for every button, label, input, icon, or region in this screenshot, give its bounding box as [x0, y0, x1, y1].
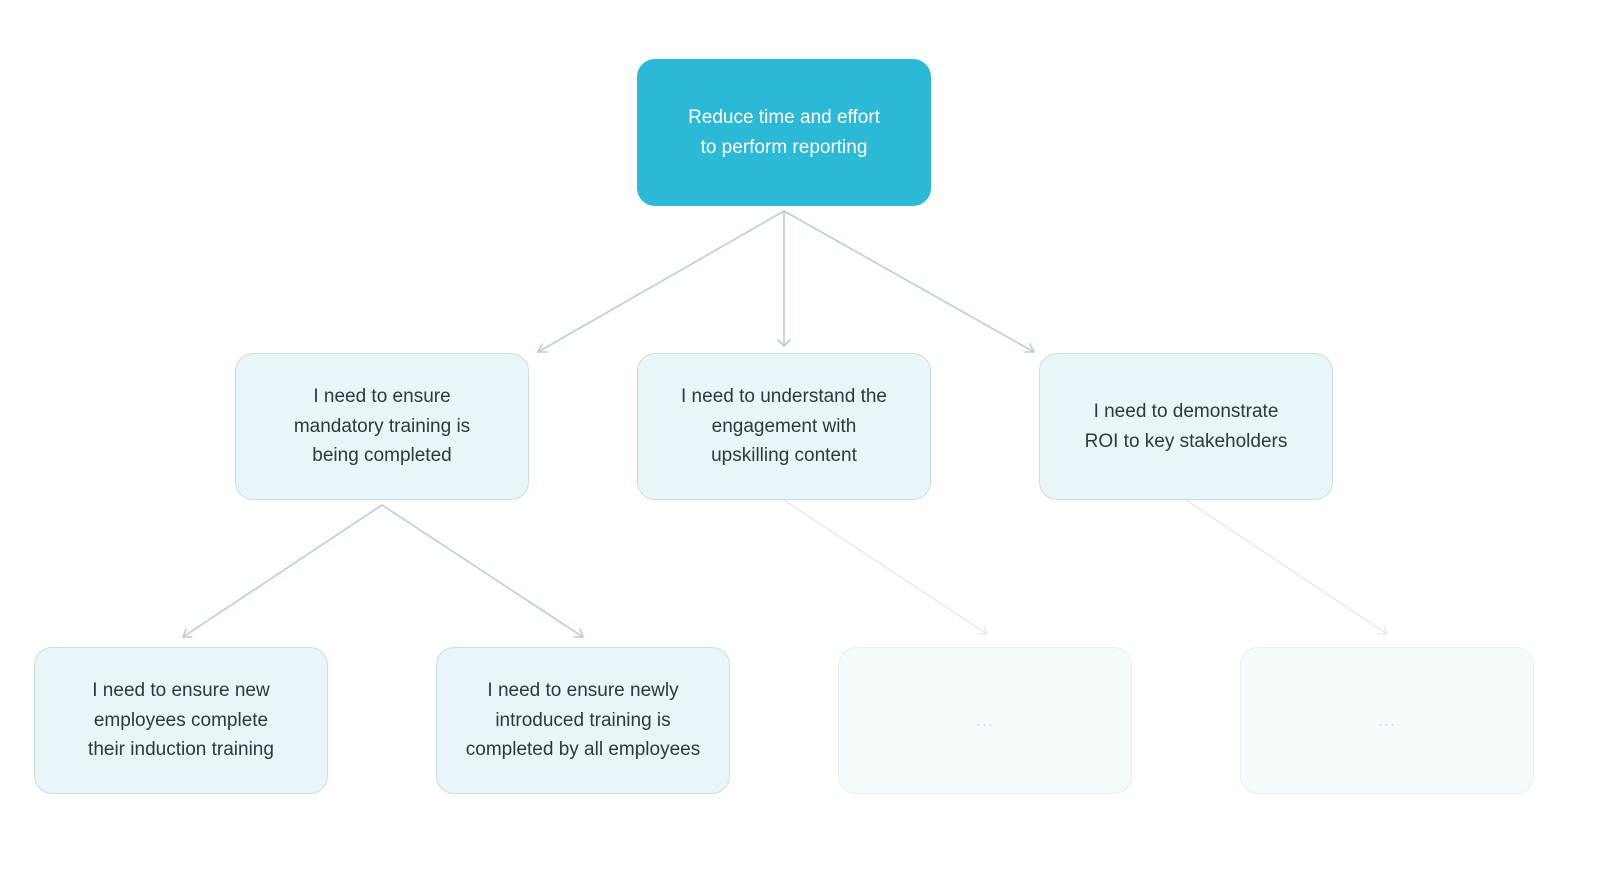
connector-root-to-mandatory: [537, 210, 785, 353]
connector-engagement-to-placeholder: [783, 499, 988, 635]
connector-roi-to-placeholder: [1185, 499, 1388, 635]
placeholder-node-engagement[interactable]: ...: [838, 647, 1132, 794]
placeholder-ellipsis-label: ...: [975, 709, 994, 730]
connector-root-to-engagement: [777, 210, 791, 347]
connector-mandatory-to-newly-introduced: [381, 504, 584, 638]
placeholder-node-roi[interactable]: ...: [1240, 647, 1534, 794]
connector-root-to-roi: [783, 210, 1035, 353]
placeholder-ellipsis-label: ...: [1377, 709, 1396, 730]
connector-mandatory-to-induction: [182, 504, 383, 638]
